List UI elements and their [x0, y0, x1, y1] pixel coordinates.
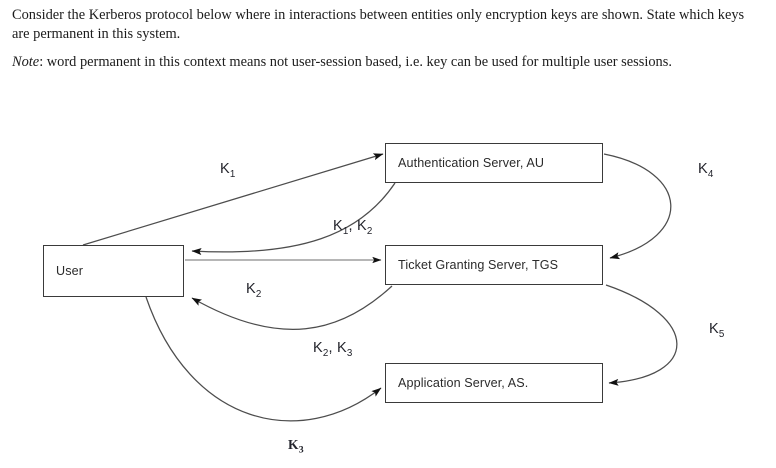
question-text-block: Consider the Kerberos protocol below whe…	[12, 6, 756, 81]
node-ticket-granting-server[interactable]: Ticket Granting Server, TGS	[385, 245, 603, 285]
edge-label-k5: K5	[709, 321, 725, 340]
question-note-paragraph: Note: word permanent in this context mea…	[12, 53, 756, 72]
node-authentication-server[interactable]: Authentication Server, AU	[385, 143, 603, 183]
edge-label-k1: K1	[220, 161, 236, 180]
node-user[interactable]: User	[43, 245, 184, 297]
node-user-label: User	[56, 264, 83, 278]
kerberos-protocol-diagram: User Authentication Server, AU Ticket Gr…	[0, 105, 776, 468]
node-ticket-granting-server-label: Ticket Granting Server, TGS	[398, 258, 559, 272]
edge-tgs-to-app	[605, 284, 678, 386]
diagram-connectors-svg	[82, 153, 678, 422]
note-body: : word permanent in this context means n…	[39, 54, 672, 70]
note-emphasis: Note	[12, 54, 40, 70]
edge-label-k1-k2: K1, K2	[333, 218, 373, 237]
edge-auth-to-user	[191, 182, 396, 256]
edge-auth-to-tgs	[603, 153, 672, 260]
edge-label-k3: K3	[288, 437, 304, 456]
node-application-server-label: Application Server, AS.	[398, 376, 529, 390]
edge-user-to-app	[145, 296, 382, 422]
edge-label-k2: K2	[246, 281, 262, 300]
edge-user-to-auth	[82, 153, 384, 246]
edge-label-k2-k3: K2, K3	[313, 340, 353, 359]
edge-tgs-to-user	[191, 285, 393, 331]
node-application-server[interactable]: Application Server, AS.	[385, 363, 603, 403]
edge-label-k4: K4	[698, 161, 714, 180]
node-authentication-server-label: Authentication Server, AU	[398, 156, 545, 170]
question-paragraph-1: Consider the Kerberos protocol below whe…	[12, 7, 745, 42]
